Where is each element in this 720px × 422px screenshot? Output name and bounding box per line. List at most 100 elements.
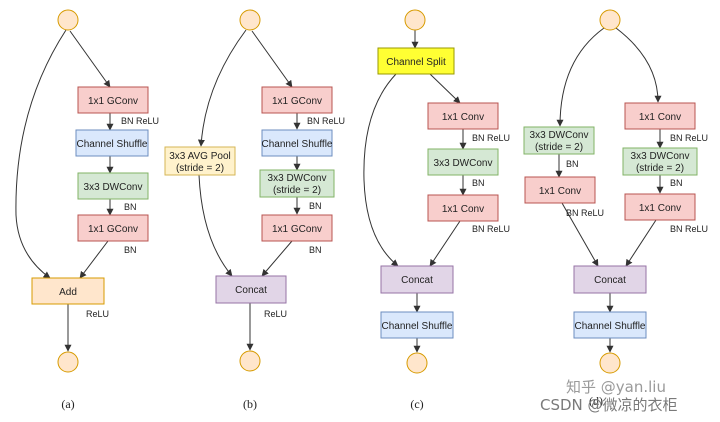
unit-a-relu: ReLU	[86, 309, 109, 319]
edge-input-to-left-dwconv	[556, 27, 605, 127]
edge-right-conv2-to-concat	[625, 219, 657, 267]
unit-c-output-node	[406, 352, 428, 374]
edge-avgpool-to-concat	[198, 174, 233, 277]
unit-c-dwconv: 3x3 DWConv	[427, 148, 499, 176]
unit-b-gconv-2-label: 1x1 GConv	[272, 224, 322, 235]
unit-b-caption: (b)	[243, 397, 257, 411]
unit-c-dwconv-label: 3x3 DWConv	[434, 158, 493, 169]
unit-b-gconv-1: 1x1 GConv	[261, 86, 333, 114]
unit-a-gconv-1-label: 1x1 GConv	[88, 96, 138, 107]
unit-d-left-dwconv: 3x3 DWConv (stride = 2)	[523, 126, 595, 155]
unit-a-gconv-1: 1x1 GConv	[77, 86, 149, 114]
unit-b-output-node	[239, 350, 261, 372]
unit-d-left-conv-label: 1x1 Conv	[539, 186, 581, 197]
unit-d-concat: Concat	[573, 265, 647, 294]
unit-d-right-conv-1: 1x1 Conv	[624, 102, 696, 130]
unit-b-channel-shuffle-label: Channel Shuffle	[262, 139, 333, 150]
unit-a-add-label: Add	[59, 287, 77, 298]
edge-input-to-right-conv1	[615, 27, 662, 103]
unit-d-left-dwconv-label-2: (stride = 2)	[535, 142, 583, 153]
unit-c-conv-2: 1x1 Conv	[427, 194, 499, 222]
unit-d-left-conv: 1x1 Conv	[524, 176, 596, 204]
csdn-watermark: CSDN @微凉的衣柜	[540, 396, 678, 414]
unit-b-concat: Concat	[215, 275, 287, 304]
edge-shortcut-to-add	[15, 29, 67, 279]
unit-c-input-node	[404, 9, 426, 31]
unit-c-concat: Concat	[380, 265, 454, 294]
unit-b-dwconv-label-1: 3x3 DWConv	[268, 173, 327, 184]
unit-a-add: Add	[31, 277, 105, 305]
edge-gconv2-to-add	[79, 240, 109, 279]
unit-a-gconv-2-label: 1x1 GConv	[88, 224, 138, 235]
unit-c-channel-shuffle-label: Channel Shuffle	[382, 321, 453, 332]
unit-c-channel-shuffle: Channel Shuffle	[380, 311, 454, 339]
unit-a-channel-shuffle: Channel Shuffle	[75, 129, 149, 157]
unit-c-bn-relu-1: BN ReLU	[472, 133, 510, 143]
unit-d-right-conv-2: 1x1 Conv	[624, 193, 696, 221]
unit-b-avgpool-label-2: (stride = 2)	[176, 163, 224, 174]
unit-a-bn-2: BN	[124, 202, 137, 212]
unit-b-gconv-2: 1x1 GConv	[261, 214, 333, 242]
unit-c-conv-1-label: 1x1 Conv	[442, 112, 484, 123]
unit-a-gconv-2: 1x1 GConv	[77, 214, 149, 242]
edge-split-shortcut-to-concat	[363, 73, 399, 267]
unit-d-right-bn-relu-1: BN ReLU	[670, 133, 708, 143]
unit-c-conv-1: 1x1 Conv	[427, 102, 499, 130]
unit-b-channel-shuffle: Channel Shuffle	[261, 129, 333, 157]
unit-d-right-conv-2-label: 1x1 Conv	[639, 203, 681, 214]
unit-d-right-dwconv: 3x3 DWConv (stride = 2)	[622, 147, 698, 176]
unit-b: 1x1 GConv BN ReLU Channel Shuffle 3x3 DW…	[164, 9, 345, 411]
unit-d: 3x3 DWConv (stride = 2) BN 1x1 Conv BN R…	[523, 9, 708, 408]
unit-a-input-node	[57, 9, 79, 31]
unit-b-bn-3: BN	[309, 245, 322, 255]
edge-input-to-avgpool	[197, 29, 247, 147]
unit-d-right-bn: BN	[670, 178, 683, 188]
unit-c-channel-split-label: Channel Split	[386, 57, 446, 68]
edge-conv2-to-concat	[429, 220, 461, 267]
unit-a-dwconv-label: 3x3 DWConv	[84, 182, 143, 193]
unit-c: Channel Split 1x1 Conv BN ReLU 3x3 DWCon…	[363, 9, 510, 411]
edge-input-to-gconv1	[69, 30, 111, 88]
unit-d-left-dwconv-label-1: 3x3 DWConv	[530, 130, 589, 141]
unit-d-channel-shuffle-label: Channel Shuffle	[575, 321, 646, 332]
unit-d-caption: (d)	[589, 394, 603, 408]
unit-a: 1x1 GConv BN ReLU Channel Shuffle 3x3 DW…	[15, 9, 159, 411]
unit-d-left-bn-relu: BN ReLU	[566, 208, 604, 218]
unit-d-right-dwconv-label-2: (stride = 2)	[636, 163, 684, 174]
unit-a-caption: (a)	[61, 397, 74, 411]
unit-a-output-node	[57, 351, 79, 373]
zhihu-watermark: 知乎 @yan.liu	[566, 378, 666, 396]
edge-split-to-conv1	[429, 73, 461, 104]
edge-input-to-gconv1	[251, 30, 293, 88]
unit-d-channel-shuffle: Channel Shuffle	[573, 311, 647, 339]
unit-b-avgpool: 3x3 AVG Pool (stride = 2)	[164, 146, 236, 176]
unit-b-gconv-1-label: 1x1 GConv	[272, 96, 322, 107]
unit-c-channel-split: Channel Split	[377, 47, 455, 75]
unit-d-input-node	[599, 9, 621, 31]
unit-a-bn-relu-1: BN ReLU	[121, 116, 159, 126]
unit-a-channel-shuffle-label: Channel Shuffle	[77, 139, 148, 150]
unit-a-dwconv: 3x3 DWConv	[77, 172, 149, 200]
unit-c-bn-2: BN	[472, 178, 485, 188]
unit-b-avgpool-label-1: 3x3 AVG Pool	[169, 151, 231, 162]
edge-gconv2-to-concat	[261, 240, 293, 277]
unit-b-bn-2: BN	[309, 201, 322, 211]
edge-left-conv-to-concat	[561, 202, 599, 267]
unit-d-output-node	[599, 352, 621, 374]
unit-c-conv-2-label: 1x1 Conv	[442, 204, 484, 215]
unit-b-relu: ReLU	[264, 309, 287, 319]
unit-b-input-node	[239, 9, 261, 31]
unit-c-caption: (c)	[410, 397, 423, 411]
unit-d-right-dwconv-label-1: 3x3 DWConv	[631, 151, 690, 162]
unit-d-right-bn-relu-2: BN ReLU	[670, 224, 708, 234]
unit-b-dwconv: 3x3 DWConv (stride = 2)	[259, 169, 335, 198]
unit-c-concat-label: Concat	[401, 275, 433, 286]
unit-d-left-bn: BN	[566, 159, 579, 169]
unit-b-dwconv-label-2: (stride = 2)	[273, 185, 321, 196]
unit-b-bn-relu-1: BN ReLU	[307, 116, 345, 126]
unit-d-right-conv-1-label: 1x1 Conv	[639, 112, 681, 123]
unit-c-bn-relu-2: BN ReLU	[472, 224, 510, 234]
unit-d-concat-label: Concat	[594, 275, 626, 286]
unit-b-concat-label: Concat	[235, 285, 267, 296]
